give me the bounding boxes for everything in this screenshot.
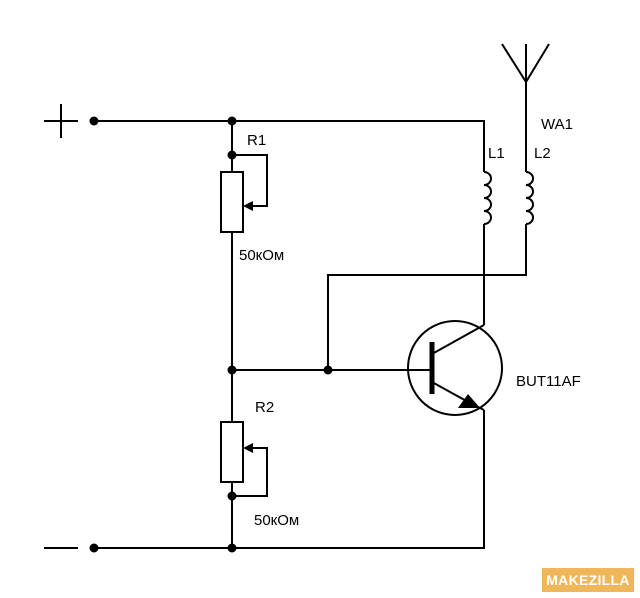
positive-rail-wire (94, 120, 485, 172)
junction-dot (227, 150, 237, 160)
resistor-r1 (220, 154, 268, 233)
emitter-arrow (458, 394, 480, 408)
junction-dot (227, 365, 237, 375)
junction-dot (227, 543, 237, 553)
r2-value-label: 50кОм (254, 512, 299, 529)
r1-label: R1 (247, 132, 266, 149)
inductor-l1 (483, 171, 492, 325)
resistor-r2 (220, 421, 268, 497)
negative-rail-wire (94, 410, 485, 549)
l1-label: L1 (488, 145, 505, 162)
positive-terminal-symbol (44, 104, 78, 138)
r1-value-label: 50кОм (239, 247, 284, 264)
junction-dot (323, 365, 333, 375)
junction-dot (227, 491, 237, 501)
junction-dot (89, 116, 99, 126)
junction-dot (227, 116, 237, 126)
antenna-wa1 (501, 43, 550, 83)
l2-label: L2 (534, 145, 551, 162)
transistor-q1 (407, 320, 503, 416)
junction-dots (89, 116, 333, 553)
junction-dot (89, 543, 99, 553)
feedback-wire (327, 231, 527, 370)
transistor-label: BUT11AF (516, 373, 581, 390)
makezilla-watermark: MAKEZILLA (542, 568, 634, 592)
inductor-l2 (525, 82, 534, 231)
wa1-label: WA1 (541, 116, 573, 133)
r2-label: R2 (255, 399, 274, 416)
